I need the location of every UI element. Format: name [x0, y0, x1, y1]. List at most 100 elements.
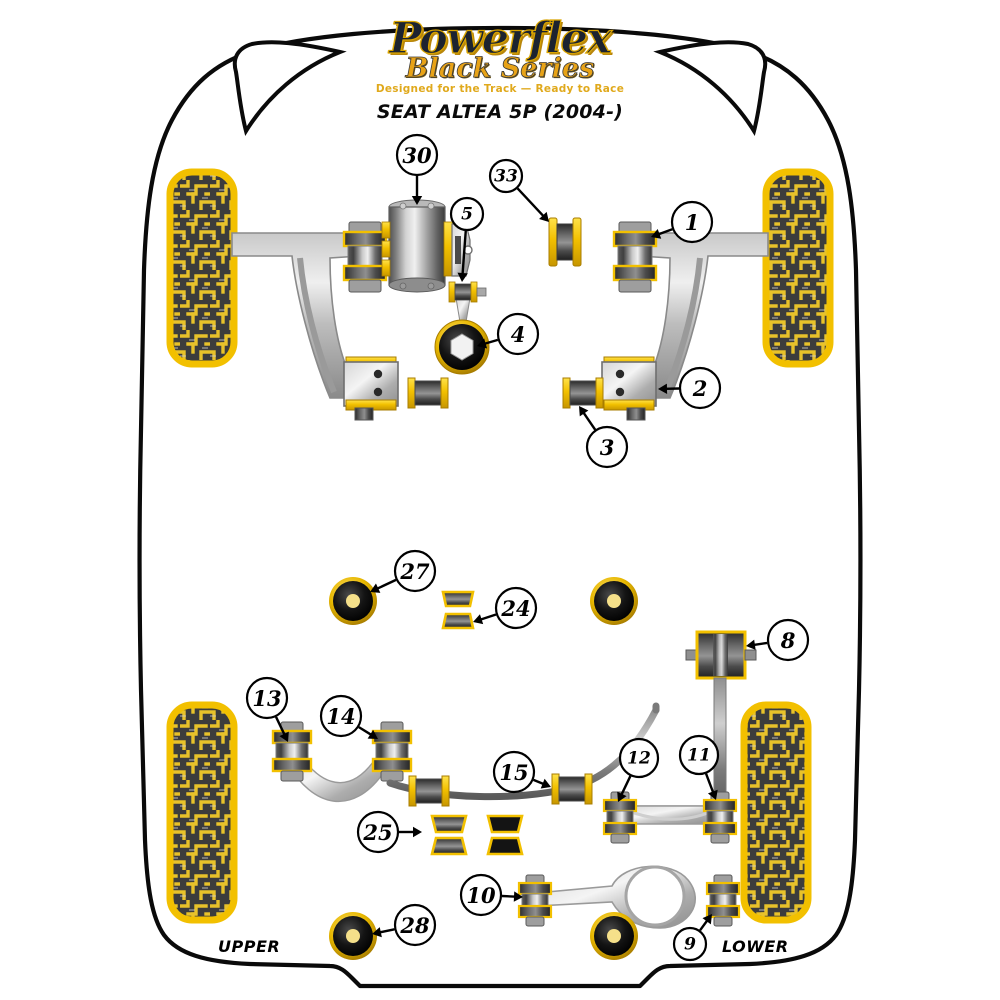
callout-number: 25 [362, 820, 392, 845]
bush-front-right-upper [612, 221, 658, 293]
callout-bubble[interactable] [678, 734, 720, 776]
callout-number: 30 [402, 143, 432, 168]
tyre-rear-right [740, 701, 812, 924]
callout-bubble[interactable] [496, 312, 540, 356]
callout-33[interactable]: 33 [488, 158, 549, 222]
callout-number: 12 [627, 749, 651, 769]
bush-5-link [448, 281, 487, 303]
callout-bubble[interactable] [356, 810, 400, 854]
callout-27[interactable]: 27 [370, 549, 437, 593]
callout-leader-line [657, 228, 673, 236]
bush-15-rear-arb-right [551, 773, 593, 805]
callout-leader-line [479, 613, 497, 621]
bush-14 [371, 721, 413, 782]
callout-14[interactable]: 14 [319, 694, 378, 739]
callout-13[interactable]: 13 [245, 676, 289, 742]
bush-front-left-lower [343, 356, 399, 421]
callout-24[interactable]: 24 [473, 586, 538, 630]
callout-arrowhead [540, 778, 551, 789]
callout-leader-line [501, 894, 517, 898]
callout-leader-line [752, 641, 768, 647]
callout-bubble[interactable] [393, 903, 437, 947]
callout-arrowhead [413, 826, 422, 838]
callout-leader-line [704, 773, 715, 794]
callout-leader-line [516, 187, 546, 218]
tyre-front-left [166, 168, 238, 368]
callout-number: 11 [687, 746, 711, 766]
tyre-front-right [762, 168, 834, 368]
callout-1[interactable]: 1 [651, 200, 714, 244]
callout-number: 24 [500, 596, 530, 621]
callout-bubble[interactable] [672, 926, 708, 962]
callout-11[interactable]: 11 [678, 734, 720, 800]
callout-10[interactable]: 10 [459, 873, 523, 917]
callout-28[interactable]: 28 [372, 903, 437, 947]
bush-11 [702, 791, 738, 844]
callout-bubble[interactable] [492, 750, 536, 794]
callout-number: 33 [494, 167, 518, 187]
callout-3[interactable]: 3 [579, 406, 629, 469]
tyre-rear-left [166, 701, 238, 924]
bush-front-arb-right [562, 377, 604, 409]
bush-9 [705, 874, 741, 927]
callout-5[interactable]: 5 [449, 196, 485, 282]
callout-arrowhead [477, 338, 488, 349]
callout-bubble[interactable] [459, 873, 503, 917]
callout-number: 15 [499, 760, 528, 785]
callout-leader-line [274, 716, 287, 737]
lower-engine-mount-4 [434, 297, 490, 375]
callout-arrowhead [651, 229, 662, 239]
callout-number: 4 [511, 322, 526, 347]
callout-bubble[interactable] [393, 549, 437, 593]
callout-number: 1 [685, 210, 700, 235]
callout-30[interactable]: 30 [395, 133, 439, 205]
spring-pad-25-left [430, 814, 468, 856]
callout-arrowhead [473, 614, 484, 625]
callout-bubble[interactable] [449, 196, 485, 232]
callout-bubble[interactable] [670, 200, 714, 244]
callout-bubble[interactable] [245, 676, 289, 720]
callout-bubble[interactable] [494, 586, 538, 630]
bush-front-arb-left [407, 377, 449, 409]
callout-leader-line [483, 338, 499, 346]
callout-bubble[interactable] [766, 618, 810, 662]
callout-4[interactable]: 4 [477, 312, 540, 356]
callout-8[interactable]: 8 [746, 618, 810, 662]
callout-arrowhead [411, 196, 423, 205]
callout-arrowhead [702, 914, 712, 925]
callout-arrowhead [707, 789, 718, 800]
callout-12[interactable]: 12 [617, 737, 660, 802]
callout-number: 27 [399, 559, 430, 584]
callout-bubble[interactable] [678, 366, 722, 410]
callout-25[interactable]: 25 [356, 810, 422, 854]
callout-leader-line [358, 726, 373, 737]
callout-arrowhead [457, 272, 468, 282]
callout-15[interactable]: 15 [492, 750, 551, 794]
callout-number: 14 [326, 704, 355, 729]
puck-27-left [329, 577, 377, 625]
callout-number: 9 [684, 935, 696, 955]
callout-2[interactable]: 2 [658, 366, 722, 410]
callout-bubble[interactable] [585, 425, 629, 469]
callout-leader-line [461, 230, 467, 276]
spring-pad-25-right [486, 814, 524, 856]
callout-arrowhead [367, 729, 378, 739]
callout-arrowhead [617, 791, 627, 802]
spring-pad-24 [441, 590, 475, 630]
callout-number: 8 [780, 628, 796, 653]
callout-bubble[interactable] [395, 133, 439, 177]
bush-33 [548, 217, 582, 267]
callout-arrowhead [370, 583, 381, 593]
callout-bubble[interactable] [488, 158, 524, 194]
bush-8-shock [685, 630, 757, 680]
callout-number: 5 [461, 205, 473, 225]
callout-bubble[interactable] [618, 737, 660, 779]
callout-leader-line [699, 918, 709, 932]
callout-bubble[interactable] [319, 694, 363, 738]
bush-rear-arb-left [408, 775, 450, 807]
rear-shock-rod [713, 677, 727, 809]
callout-9[interactable]: 9 [672, 914, 712, 962]
callout-number: 13 [252, 686, 281, 711]
